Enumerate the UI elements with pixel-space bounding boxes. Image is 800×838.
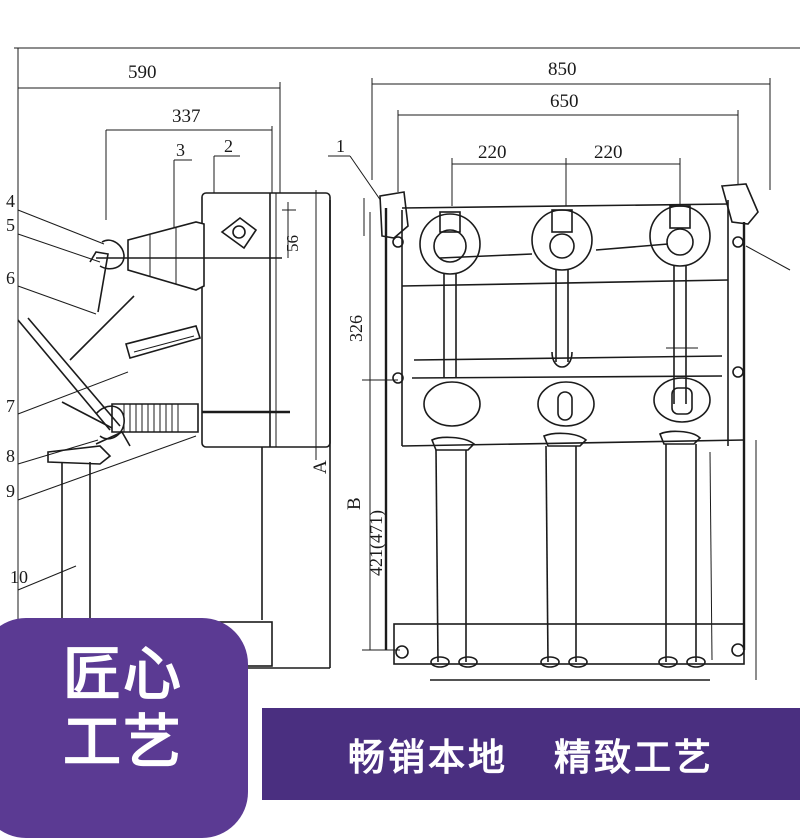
leader-6: 6 bbox=[6, 268, 15, 288]
dim-326: 326 bbox=[346, 315, 366, 342]
leader-9: 9 bbox=[6, 481, 15, 501]
technical-drawing: 590 337 3 2 56 bbox=[6, 47, 800, 720]
promo-banner bbox=[262, 708, 800, 800]
leader-10: 10 bbox=[10, 567, 28, 587]
dim-220-left: 220 bbox=[478, 142, 507, 163]
banner-left-text: 畅销本地 bbox=[348, 736, 508, 779]
promo-badge-text: 匠心 工艺 bbox=[48, 640, 198, 776]
insulator-left bbox=[419, 211, 533, 275]
side-view: 590 337 3 2 56 bbox=[6, 62, 331, 669]
leader-1: 1 bbox=[336, 136, 345, 156]
leader-4: 4 bbox=[6, 191, 15, 211]
dim-850: 850 bbox=[548, 59, 577, 80]
leader-5: 5 bbox=[6, 215, 15, 235]
leader-3: 3 bbox=[176, 140, 185, 160]
front-view: 850 650 220 220 1 bbox=[328, 59, 791, 681]
dim-56: 56 bbox=[283, 235, 302, 252]
leader-8: 8 bbox=[6, 446, 15, 466]
leader-2: 2 bbox=[224, 136, 233, 156]
dim-650: 650 bbox=[550, 91, 579, 112]
dim-b: B bbox=[344, 497, 365, 510]
badge-line-2: 工艺 bbox=[62, 708, 183, 776]
dim-220-right: 220 bbox=[594, 142, 623, 163]
dim-421-471: 421(471) bbox=[366, 510, 387, 576]
insulator-right bbox=[595, 205, 711, 267]
dim-337: 337 bbox=[172, 106, 201, 127]
badge-line-1: 匠心 bbox=[62, 640, 183, 708]
insulator-center bbox=[531, 209, 593, 271]
banner-right-text: 精致工艺 bbox=[554, 736, 714, 779]
promo-banner-text: 畅销本地 精致工艺 bbox=[262, 708, 800, 800]
leader-7: 7 bbox=[6, 396, 15, 416]
dim-590: 590 bbox=[128, 62, 157, 83]
dim-a: A bbox=[310, 460, 331, 474]
